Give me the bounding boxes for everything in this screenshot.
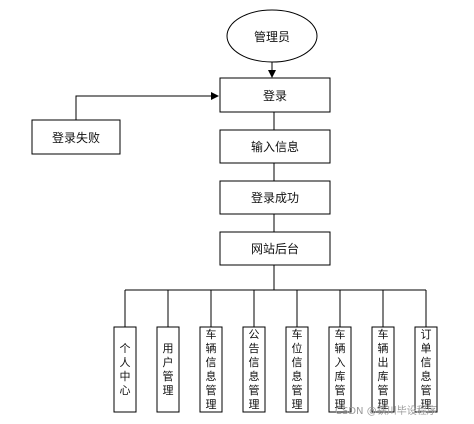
login-fail-node: 登录失败 <box>51 130 100 145</box>
backend-node-shape <box>219 231 331 266</box>
module-box <box>242 326 266 413</box>
backend-node: 网站后台 <box>250 242 299 256</box>
module-box <box>371 326 395 413</box>
input-info-node-shape <box>219 129 331 164</box>
login-fail-node-shape <box>31 119 121 155</box>
login-node: 登录 <box>262 88 287 103</box>
module-label: 个人中心 <box>119 341 131 397</box>
edge-fail-to-login <box>75 92 219 120</box>
module-box <box>199 326 223 413</box>
module-box <box>285 326 309 413</box>
module-label: 车辆出库管理 <box>377 327 389 411</box>
login-success-node-shape <box>219 180 331 215</box>
login-success-node: 登录成功 <box>250 191 299 205</box>
module-box <box>113 326 137 413</box>
input-info-node: 输入信息 <box>250 140 299 154</box>
module-label: 用户管理 <box>162 341 174 397</box>
module-box <box>156 326 180 413</box>
module-label: 车辆入库管理 <box>334 327 346 411</box>
admin-node: 管理员 <box>253 29 290 44</box>
module-label: 车位信息管理 <box>291 327 303 411</box>
module-box <box>328 326 352 413</box>
login-node-shape <box>219 77 331 113</box>
watermark: CSDN @铁川毕设程序 <box>335 406 437 417</box>
module-label: 公告信息管理 <box>248 327 260 411</box>
module-box <box>414 326 438 413</box>
module-label: 车辆信息管理 <box>205 327 217 411</box>
module-label: 订单信息管理 <box>420 327 432 411</box>
